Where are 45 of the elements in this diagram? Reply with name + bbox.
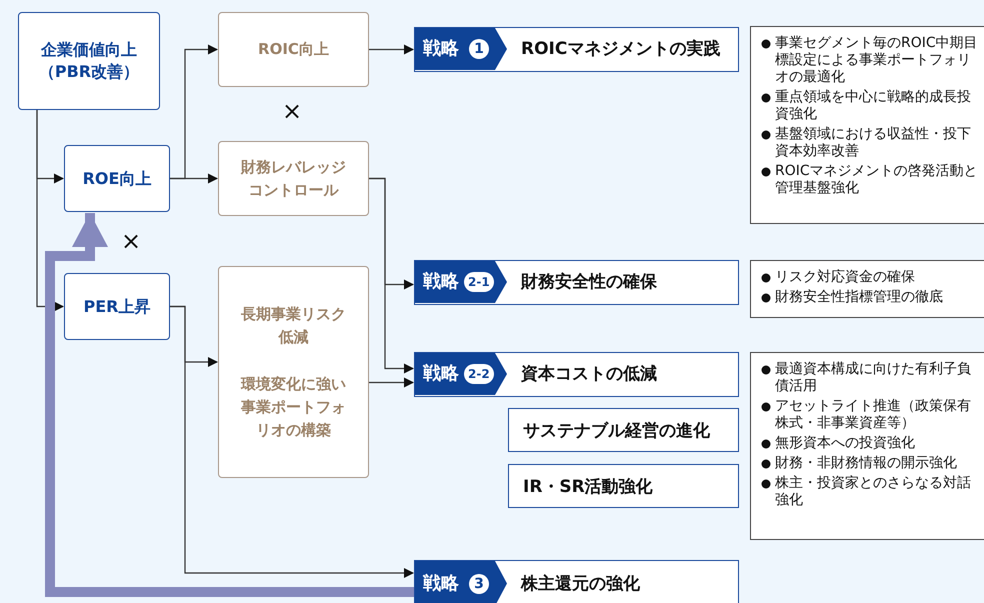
goal-box: 企業価値向上（PBR改善） bbox=[18, 12, 160, 110]
feedback-arrow bbox=[45, 213, 414, 597]
strategy-label: 戦略 bbox=[423, 37, 459, 61]
bullet-list-box bbox=[750, 26, 984, 224]
strategy-title: 株主還元の強化 bbox=[521, 572, 640, 596]
bullet-text: ROICマネジメントの啓発活動と管理基盤強化 bbox=[775, 163, 978, 196]
bullet-text: 基盤領域における収益性・投下資本効率改善 bbox=[775, 126, 971, 159]
bullet-text: 事業セグメント毎のROIC中期目標設定による事業ポートフォリオの最適化 bbox=[775, 35, 978, 85]
bullet-text: リスク対応資金の確保 bbox=[775, 269, 915, 285]
multiply-sign: × bbox=[121, 228, 142, 254]
strategy-title: 財務安全性の確保 bbox=[521, 271, 657, 294]
strategy-box: サステナブル経営の進化 bbox=[508, 408, 739, 452]
arrow bbox=[170, 306, 414, 578]
strategy-title: ROICマネジメントの実践 bbox=[521, 38, 720, 61]
arrow bbox=[369, 178, 414, 374]
goal-box: ROE向上 bbox=[64, 145, 170, 212]
strategy-box: IR・SR活動強化 bbox=[508, 464, 739, 508]
bullet-text: 無形資本への投資強化 bbox=[775, 435, 915, 451]
bullet-list-box bbox=[750, 352, 984, 540]
box-text: 長期事業リスク低減 bbox=[240, 304, 347, 348]
arrow bbox=[170, 174, 218, 184]
arrow bbox=[369, 44, 414, 54]
strategy-banner bbox=[414, 352, 739, 397]
arrow bbox=[369, 378, 414, 388]
box-text: 環境変化に強い事業ポートフォリオの構築 bbox=[240, 374, 347, 440]
multiply-sign: × bbox=[282, 98, 302, 124]
goal-box: PER上昇 bbox=[64, 273, 170, 340]
arrow bbox=[36, 110, 64, 312]
strategy-banner bbox=[414, 27, 739, 72]
strategy-label: 戦略 bbox=[423, 270, 459, 294]
factor-box: ROIC向上 bbox=[218, 12, 369, 87]
bullet-text: 財務・非財務情報の開示強化 bbox=[775, 455, 957, 471]
strategy-title: 資本コストの低減 bbox=[521, 363, 657, 386]
bullet-list-box bbox=[750, 260, 984, 318]
strategy-label: 戦略 bbox=[423, 572, 459, 596]
strategy-banner bbox=[414, 560, 739, 603]
factor-box: 財務レバレッジコントロール bbox=[218, 141, 369, 216]
bullet-text: 財務安全性指標管理の徹底 bbox=[775, 289, 943, 305]
factor-box bbox=[218, 266, 369, 478]
bullet-text: 最適資本構成に向けた有利子負債活用 bbox=[775, 361, 971, 394]
bullet-text: 重点領域を中心に戦略的成長投資強化 bbox=[775, 89, 971, 122]
bullet-text: アセットライト推進（政策保有株式・非事業資産等） bbox=[775, 398, 971, 431]
strategy-label: 戦略 bbox=[423, 362, 459, 386]
bullet-text: 株主・投資家とのさらなる対話強化 bbox=[775, 475, 971, 508]
strategy-banner bbox=[414, 260, 739, 305]
